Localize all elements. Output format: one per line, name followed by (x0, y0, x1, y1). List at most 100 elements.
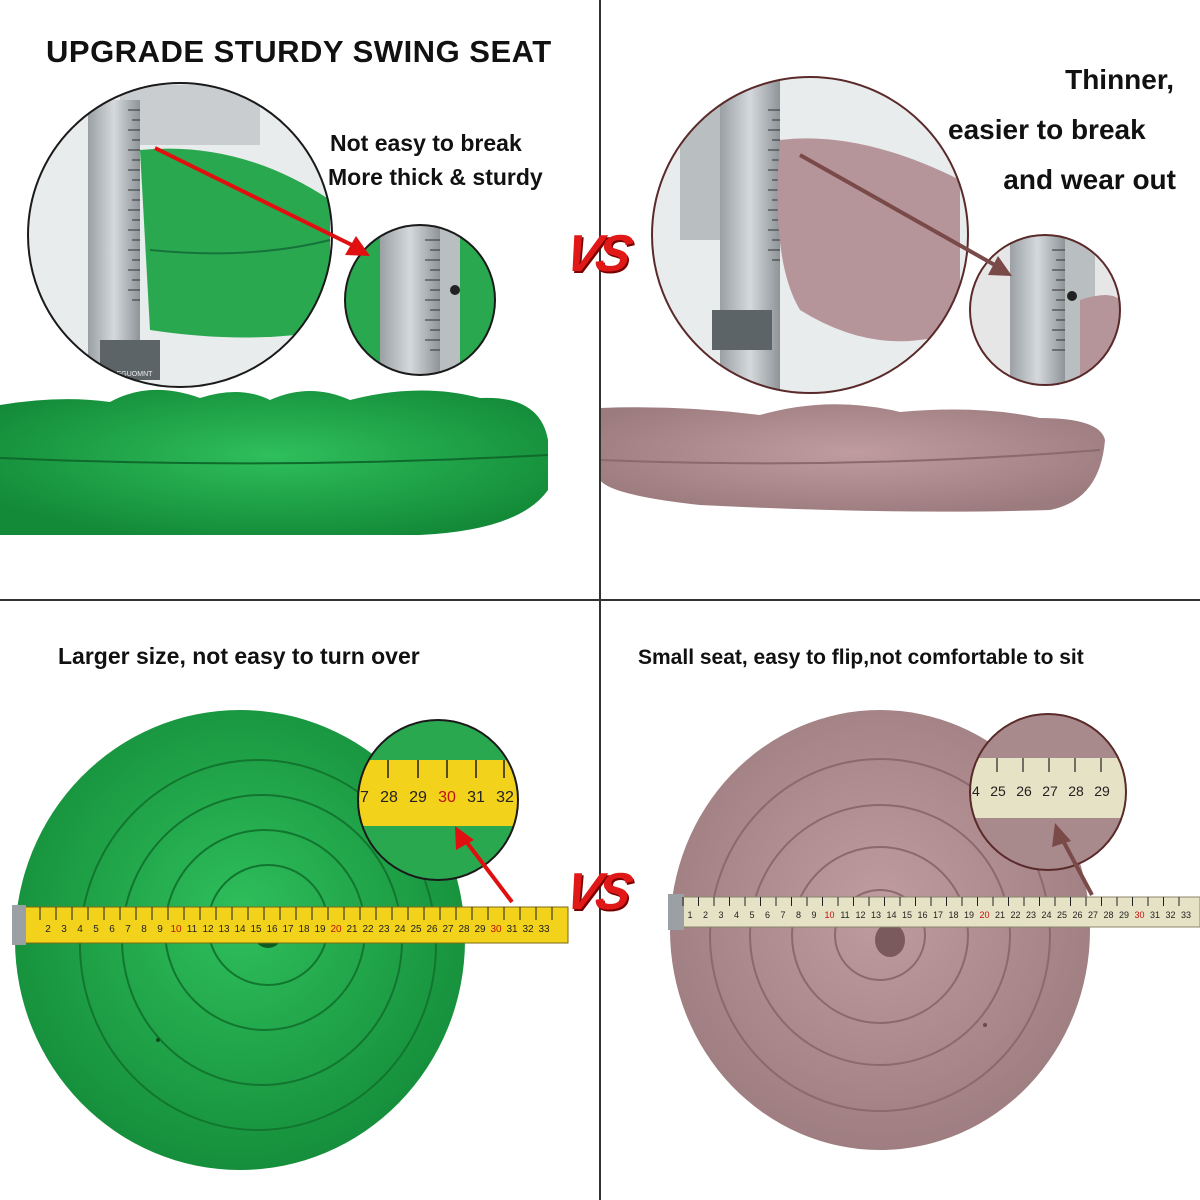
green-size-caption: Larger size, not easy to turn over (58, 643, 420, 669)
tape-number: 10 (824, 910, 834, 920)
quadrant-divider-horizontal (0, 599, 1200, 601)
tape-number: 3 (61, 924, 67, 935)
tape-number: 13 (871, 910, 881, 920)
tape-number: 12 (855, 910, 865, 920)
zoom-circle-tr (651, 76, 969, 394)
tape-number: 18 (298, 924, 310, 935)
tape-number: 15 (250, 924, 262, 935)
tape-number: 28 (458, 924, 470, 935)
caliper-zoom-pink-small (970, 235, 1120, 385)
tape-zoom-number: 28 (380, 789, 398, 806)
tape-number: 8 (141, 924, 147, 935)
tape-number: 19 (964, 910, 974, 920)
tape-number: 25 (410, 924, 422, 935)
tape-number: 26 (1072, 910, 1082, 920)
tape-number: 24 (1041, 910, 1051, 920)
tape-number: 6 (109, 924, 115, 935)
vs-badge-top: VS (559, 225, 634, 283)
arrow-red-top (154, 146, 370, 256)
tape-number: 32 (1165, 910, 1175, 920)
tape-number: 23 (1026, 910, 1036, 920)
arrow-brown-top (799, 153, 1012, 276)
tape-zoom-number: 25 (990, 783, 1006, 799)
tape-number: 17 (933, 910, 943, 920)
tape-number: 5 (749, 910, 754, 920)
tape-number: 32 (522, 924, 534, 935)
tape-zoom-number: 30 (438, 789, 456, 806)
tape-number: 13 (218, 924, 230, 935)
tape-number: 31 (506, 924, 518, 935)
tape-number: 29 (1119, 910, 1129, 920)
green-seat-side (0, 389, 549, 535)
tape-number: 7 (125, 924, 131, 935)
tape-number: 27 (442, 924, 454, 935)
tape-number: 15 (902, 910, 912, 920)
tape-zoom-number: 29 (409, 789, 427, 806)
tape-number: 10 (170, 924, 182, 935)
tape-number: 4 (77, 924, 83, 935)
tape-zoom-number: 27 (1042, 783, 1058, 799)
zoom-circle-bl (357, 719, 519, 881)
tape-number: 16 (266, 924, 278, 935)
tape-number: 12 (202, 924, 214, 935)
tape-zoom-number: 24 (964, 783, 980, 799)
pink-drawback-line-3: and wear out (1003, 164, 1176, 195)
tape-number: 19 (314, 924, 326, 935)
tape-number: 4 (734, 910, 739, 920)
tape-number: 22 (362, 924, 374, 935)
zoom-circle-tl-small (344, 224, 496, 376)
tape-number: 11 (840, 910, 849, 920)
tape-number: 30 (1134, 910, 1144, 920)
tape-number: 9 (157, 924, 163, 935)
tape-zoom-number: 32 (496, 789, 514, 806)
green-benefit-line-1: Not easy to break (330, 130, 522, 156)
tape-zoom-number: 29 (1094, 783, 1110, 799)
tape-number: 20 (330, 924, 342, 935)
tape-number: 14 (886, 910, 896, 920)
green-benefit-line-2: More thick & sturdy (328, 164, 543, 190)
caliper-zoom-green-small (345, 225, 495, 375)
pink-drawback-line-2: easier to break (948, 114, 1146, 145)
tape-zoom-number: 26 (1016, 783, 1032, 799)
tape-number: 8 (796, 910, 801, 920)
tape-number: 16 (917, 910, 927, 920)
tape-number: 23 (378, 924, 390, 935)
tape-number: 3 (718, 910, 723, 920)
tape-number: 33 (1181, 910, 1191, 920)
headline: UPGRADE STURDY SWING SEAT (46, 34, 552, 69)
tape-number: 6 (765, 910, 770, 920)
tape-zoom-pink: 24 25 26 27 28 29 (964, 714, 1126, 870)
tape-number: 21 (346, 924, 358, 935)
tape-number: 29 (474, 924, 486, 935)
tape-zoom-number: 27 (351, 789, 369, 806)
tape-number: 22 (1010, 910, 1020, 920)
tape-number: 7 (780, 910, 785, 920)
tape-number: 25 (1057, 910, 1067, 920)
tape-number: 27 (1088, 910, 1098, 920)
arrow-red-bottom (455, 826, 514, 904)
tape-number: 31 (1150, 910, 1160, 920)
tape-zoom-number: 28 (1068, 783, 1084, 799)
tape-number: 11 (187, 924, 198, 935)
tape-number: 21 (995, 910, 1005, 920)
tape-number: 14 (234, 924, 246, 935)
tape-number: 9 (811, 910, 816, 920)
tape-number: 26 (426, 924, 438, 935)
tape-number: 5 (93, 924, 99, 935)
tape-number: 30 (490, 924, 502, 935)
vs-badge-bottom: VS (559, 863, 634, 921)
tape-number: 24 (394, 924, 406, 935)
caliper-zoom-pink-large (652, 77, 968, 393)
tape-number: 17 (282, 924, 294, 935)
tape-number: 20 (979, 910, 989, 920)
tape-number: 18 (948, 910, 958, 920)
tape-number: 1 (687, 910, 692, 920)
pink-seat-side (599, 404, 1105, 512)
tape-number: 2 (703, 910, 708, 920)
zoom-circle-br (969, 713, 1127, 871)
pink-size-caption: Small seat, easy to flip,not comfortable… (638, 646, 1084, 669)
caliper-brand-label: DEGUOMNT (112, 371, 154, 378)
pink-drawback-line-1: Thinner, (1065, 64, 1174, 95)
